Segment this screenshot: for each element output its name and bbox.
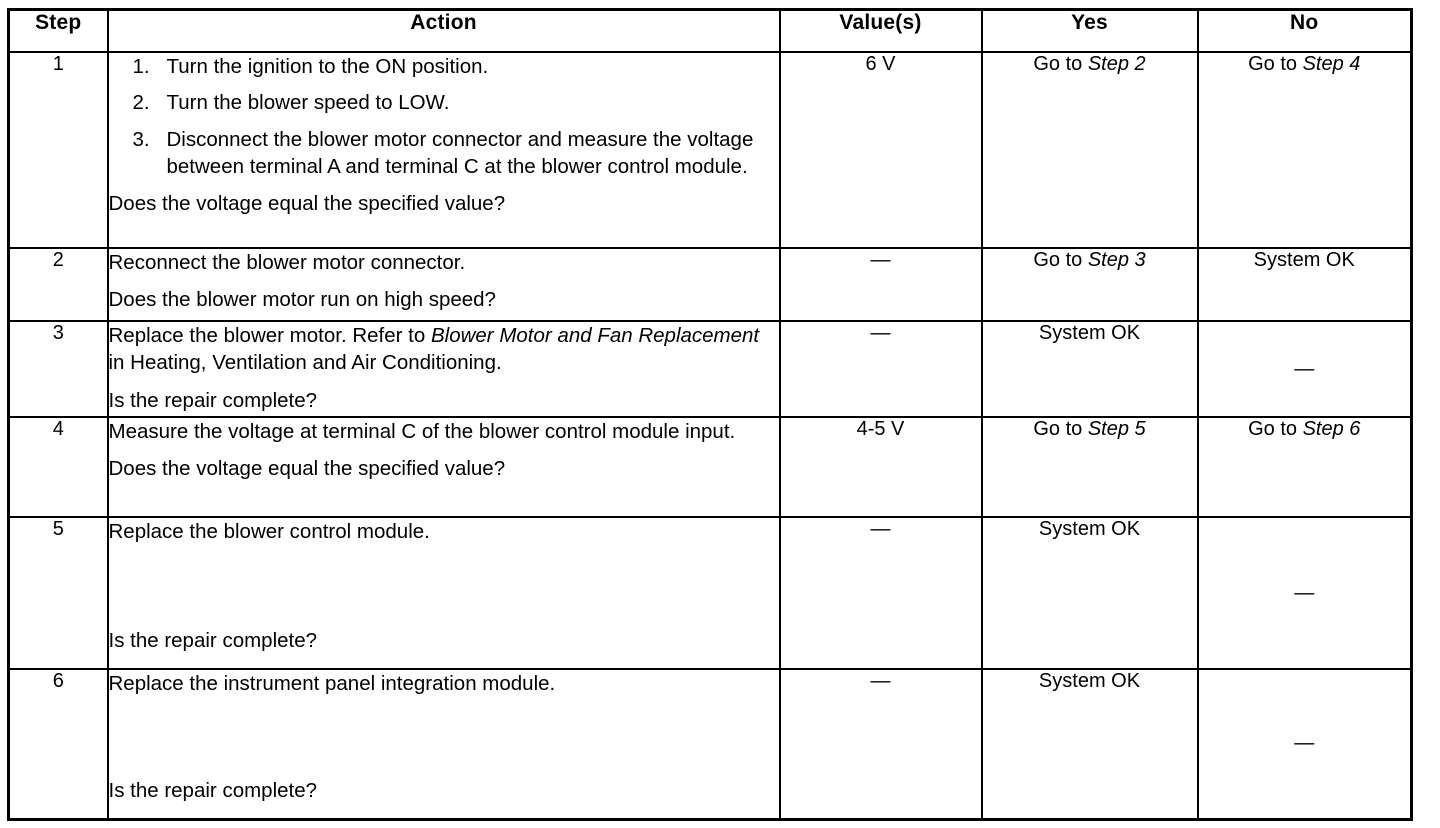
action-lead-b: in Heating, Ventilation and Air Conditio… (108, 351, 502, 375)
no-prefix: Go to (1248, 53, 1303, 75)
list-item-text: Turn the ignition to the ON position. (166, 55, 489, 78)
no-prefix: System OK (1253, 249, 1355, 271)
no-prefix: Go to (1248, 418, 1303, 440)
step-number-cell: 6 (7, 668, 109, 821)
no-step-reference: Step 6 (1302, 418, 1361, 440)
action-cell: 1. Turn the ignition to the ON position.… (106, 51, 781, 249)
yes-prefix: Go to (1033, 418, 1088, 440)
value-cell: — (778, 247, 983, 322)
table-row: 6 Replace the instrument panel integrati… (7, 668, 1413, 821)
diagnostic-procedure-table: Step Action Value(s) Yes No 1 1. Turn th… (7, 8, 1413, 821)
action-cell: Replace the blower motor. Refer to Blowe… (106, 320, 781, 418)
no-cell: System OK (1196, 247, 1413, 322)
value-cell: — (778, 668, 983, 821)
action-lead: Measure the voltage at terminal C of the… (108, 420, 736, 443)
action-cell: Measure the voltage at terminal C of the… (106, 416, 781, 518)
step-number-cell: 4 (7, 416, 109, 518)
action-question: Is the repair complete? (108, 388, 318, 412)
no-prefix: — (1294, 732, 1315, 755)
no-cell: Go to Step 6 (1196, 416, 1413, 518)
action-question: Is the repair complete? (108, 779, 318, 803)
yes-cell: Go to Step 3 (980, 247, 1199, 322)
list-item: 3. Disconnect the blower motor connector… (109, 126, 779, 181)
column-header-action: Action (106, 8, 781, 53)
yes-step-reference: Step 5 (1087, 418, 1146, 440)
yes-cell: Go to Step 2 (980, 51, 1199, 249)
yes-prefix: Go to (1033, 53, 1088, 75)
action-question: Is the repair complete? (108, 629, 318, 653)
step-number-cell: 3 (7, 320, 109, 418)
action-lead-a: Replace the blower motor. Refer to (108, 324, 431, 347)
action-cell: Replace the instrument panel integration… (106, 668, 781, 821)
yes-step-reference: Step 3 (1087, 249, 1146, 271)
no-step-reference: Step 4 (1302, 53, 1361, 75)
no-cell: — (1196, 320, 1413, 418)
step-number-cell: 2 (7, 247, 109, 322)
no-cell: — (1196, 668, 1413, 821)
step-number-cell: 5 (7, 516, 109, 670)
table-header: Step Action Value(s) Yes No (7, 8, 1413, 53)
no-cell: Go to Step 4 (1196, 51, 1413, 249)
value-cell: 4-5 V (778, 416, 983, 518)
action-lead: Replace the blower control module. (108, 520, 430, 543)
list-item-text: Disconnect the blower motor connector an… (166, 127, 754, 178)
action-question: Does the voltage equal the specified val… (108, 457, 506, 481)
action-reference-title: Blower Motor and Fan Replacement (430, 324, 760, 347)
list-item: 2. Turn the blower speed to LOW. (109, 89, 779, 116)
yes-prefix: System OK (1038, 670, 1141, 692)
no-prefix: — (1294, 581, 1315, 604)
value-cell: — (778, 516, 983, 670)
yes-prefix: System OK (1038, 518, 1141, 540)
yes-cell: System OK (980, 516, 1199, 670)
action-question: Does the blower motor run on high speed? (108, 288, 496, 312)
yes-prefix: System OK (1038, 322, 1141, 344)
list-item-number: 3. (132, 127, 150, 151)
yes-cell: System OK (980, 668, 1199, 821)
list-item-text: Turn the blower speed to LOW. (166, 91, 450, 115)
column-header-no: No (1196, 8, 1413, 53)
list-item-number: 1. (132, 55, 150, 78)
value-cell: — (778, 320, 983, 418)
list-item: 1. Turn the ignition to the ON position. (109, 53, 779, 80)
action-step-list: 1. Turn the ignition to the ON position.… (109, 53, 779, 180)
table-body: 1 1. Turn the ignition to the ON positio… (7, 51, 1413, 821)
action-lead: Reconnect the blower motor connector. (108, 251, 466, 274)
yes-step-reference: Step 2 (1087, 53, 1146, 75)
table-row: 2 Reconnect the blower motor connector. … (7, 247, 1413, 322)
step-number-cell: 1 (7, 51, 109, 249)
yes-cell: System OK (980, 320, 1199, 418)
action-lead: Replace the blower motor. Refer to Blowe… (109, 322, 779, 377)
no-cell: — (1196, 516, 1413, 670)
table-row: 1 1. Turn the ignition to the ON positio… (7, 51, 1413, 249)
table-row: 5 Replace the blower control module. Is … (7, 516, 1413, 670)
table-row: 4 Measure the voltage at terminal C of t… (7, 416, 1413, 518)
yes-cell: Go to Step 5 (980, 416, 1199, 518)
no-prefix: — (1294, 357, 1315, 380)
header-row: Step Action Value(s) Yes No (7, 8, 1413, 53)
action-cell: Replace the blower control module. Is th… (106, 516, 781, 670)
yes-prefix: Go to (1033, 249, 1088, 271)
action-lead: Replace the instrument panel integration… (108, 672, 556, 695)
list-item-number: 2. (132, 91, 150, 115)
table-row: 3 Replace the blower motor. Refer to Blo… (7, 320, 1413, 418)
value-cell: 6 V (778, 51, 983, 249)
column-header-yes: Yes (980, 8, 1199, 53)
column-header-step: Step (7, 8, 109, 53)
action-cell: Reconnect the blower motor connector. Do… (106, 247, 781, 322)
column-header-value: Value(s) (778, 8, 983, 53)
action-question: Does the voltage equal the specified val… (108, 192, 506, 215)
